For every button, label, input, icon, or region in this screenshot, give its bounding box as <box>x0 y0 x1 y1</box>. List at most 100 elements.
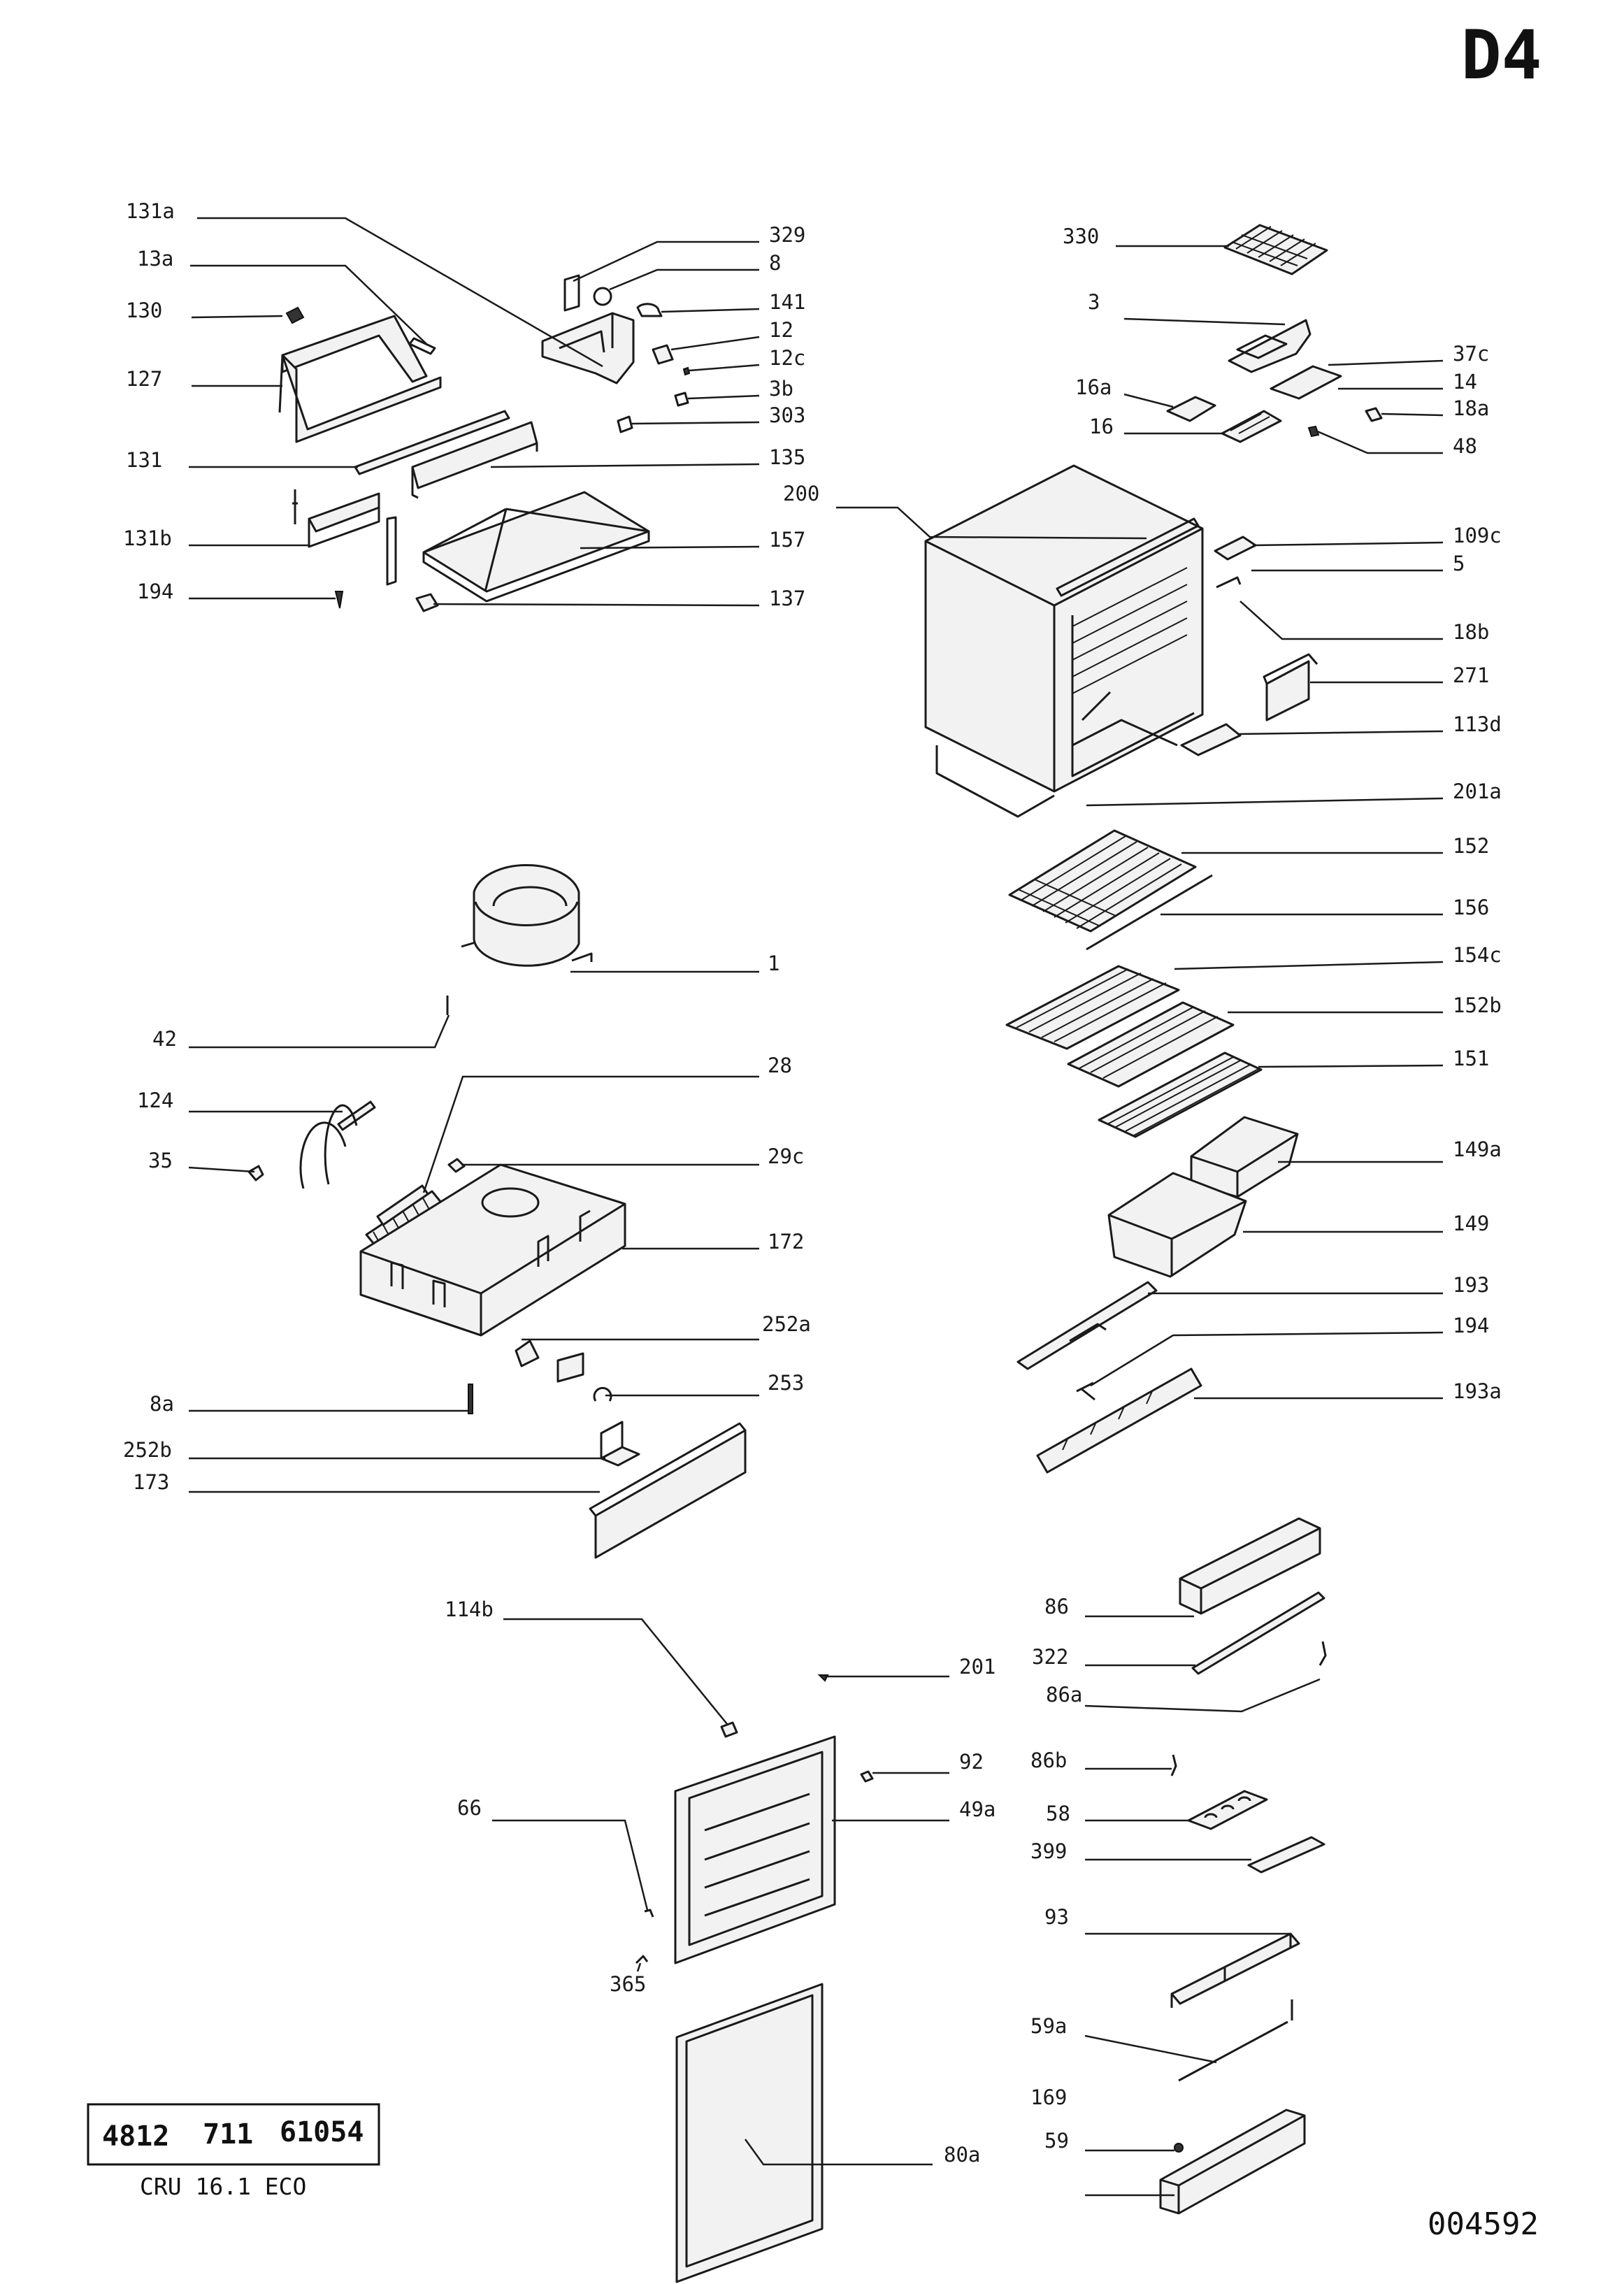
leader-86a <box>1084 1678 1321 1713</box>
callout-86: 86 <box>1044 1595 1069 1618</box>
leader-329 <box>573 240 759 282</box>
callout-169: 169 <box>1030 2085 1067 2109</box>
callout-201a: 201a <box>1453 780 1502 803</box>
leader-16a <box>1123 393 1174 408</box>
callout-124: 124 <box>137 1089 173 1112</box>
leader-113d <box>1237 730 1444 735</box>
leader-154c <box>1174 961 1444 970</box>
compressor-group <box>247 863 747 1559</box>
callout-37c: 37c <box>1453 342 1489 366</box>
callout-28: 28 <box>768 1054 792 1077</box>
callout-152b: 152b <box>1453 993 1502 1017</box>
callout-8: 8 <box>769 251 781 275</box>
callout-149a: 149a <box>1453 1137 1502 1161</box>
callout-149: 149 <box>1453 1212 1489 1235</box>
callout-201: 201 <box>959 1655 996 1679</box>
leader-109c <box>1252 541 1444 547</box>
callout-93: 93 <box>1044 1905 1069 1929</box>
callout-200: 200 <box>783 482 819 505</box>
model-name: CRU 16.1 ECO <box>140 2173 306 2200</box>
leader-18a <box>1381 412 1444 417</box>
callout-252a: 252a <box>762 1312 811 1336</box>
leader-42 <box>189 1014 450 1049</box>
callout-3b: 3b <box>769 377 793 401</box>
callout-58: 58 <box>1046 1802 1070 1825</box>
callout-152: 152 <box>1453 834 1489 858</box>
leader-194-mid <box>1090 1331 1444 1387</box>
callout-3: 3 <box>1088 290 1100 314</box>
callout-156: 156 <box>1453 896 1489 919</box>
part-number-group-1: 4812 <box>102 2120 169 2153</box>
cabinet <box>924 464 1204 818</box>
callout-29c: 29c <box>768 1144 804 1168</box>
shelves <box>1005 829 1299 1474</box>
part-number-group-3: 61054 <box>280 2116 364 2148</box>
leader-8 <box>609 268 759 291</box>
leader-66 <box>492 1819 649 1911</box>
callout-86a: 86a <box>1046 1683 1082 1707</box>
callout-12: 12 <box>769 318 793 342</box>
callout-154c: 154c <box>1453 943 1502 967</box>
callout-329: 329 <box>769 223 805 247</box>
leader-201a <box>1086 797 1444 807</box>
callout-137: 137 <box>769 587 805 610</box>
leader-114b <box>503 1618 728 1725</box>
callout-131b: 131b <box>123 526 172 550</box>
callout-18b: 18b <box>1453 620 1489 644</box>
leader-135 <box>490 463 760 468</box>
callout-151: 151 <box>1453 1047 1489 1070</box>
top-right-parts <box>1166 224 1383 756</box>
callout-92: 92 <box>959 1750 984 1774</box>
callout-130: 130 <box>126 299 162 322</box>
callout-173: 173 <box>133 1470 169 1494</box>
leader-12 <box>670 336 760 351</box>
callout-253: 253 <box>768 1371 804 1395</box>
callout-399: 399 <box>1030 1839 1067 1863</box>
leader-lines <box>188 217 1444 2197</box>
callout-135: 135 <box>769 445 805 469</box>
leader-3b <box>687 394 760 400</box>
callout-5: 5 <box>1453 552 1465 575</box>
callout-365: 365 <box>610 1972 646 1996</box>
sheet-serial: 004592 <box>1428 2206 1539 2242</box>
callout-48: 48 <box>1453 434 1477 458</box>
callout-113d: 113d <box>1453 712 1502 736</box>
callout-1: 1 <box>768 951 779 975</box>
callout-18a: 18a <box>1453 396 1489 420</box>
leader-200 <box>836 506 1147 540</box>
callout-14: 14 <box>1453 370 1477 394</box>
leader-365 <box>636 1962 642 1972</box>
callout-127: 127 <box>126 367 162 391</box>
leader-37c <box>1328 359 1444 366</box>
callout-8a: 8a <box>150 1392 174 1416</box>
leader-35 <box>188 1166 255 1173</box>
callout-13a: 13a <box>137 247 173 271</box>
leader-48 <box>1315 429 1443 454</box>
callout-80a: 80a <box>944 2143 980 2167</box>
top-left-parts <box>278 274 691 612</box>
leader-303 <box>631 421 760 425</box>
callout-12c: 12c <box>769 346 805 370</box>
callout-193: 193 <box>1453 1273 1489 1297</box>
callout-157: 157 <box>769 528 805 552</box>
callout-131: 131 <box>126 448 162 472</box>
callout-303: 303 <box>769 403 805 427</box>
part-number-stamp: 4812 711 61054 <box>87 2103 380 2166</box>
leader-59a <box>1084 2034 1217 2064</box>
callout-49a: 49a <box>959 1797 996 1821</box>
leader-28 <box>422 1075 759 1193</box>
leader-12c <box>689 364 760 372</box>
callout-172: 172 <box>768 1230 804 1254</box>
leader-130 <box>191 315 283 319</box>
leader-151 <box>1258 1064 1444 1068</box>
callout-194-mid: 194 <box>1453 1314 1489 1337</box>
leader-131a <box>197 217 603 368</box>
callout-131a: 131a <box>126 199 175 223</box>
leader-13a <box>190 264 427 345</box>
callout-252b: 252b <box>123 1438 172 1462</box>
callout-16: 16 <box>1089 415 1114 438</box>
callout-66: 66 <box>457 1796 482 1820</box>
callout-194-top: 194 <box>137 580 173 603</box>
callout-271: 271 <box>1453 663 1489 687</box>
